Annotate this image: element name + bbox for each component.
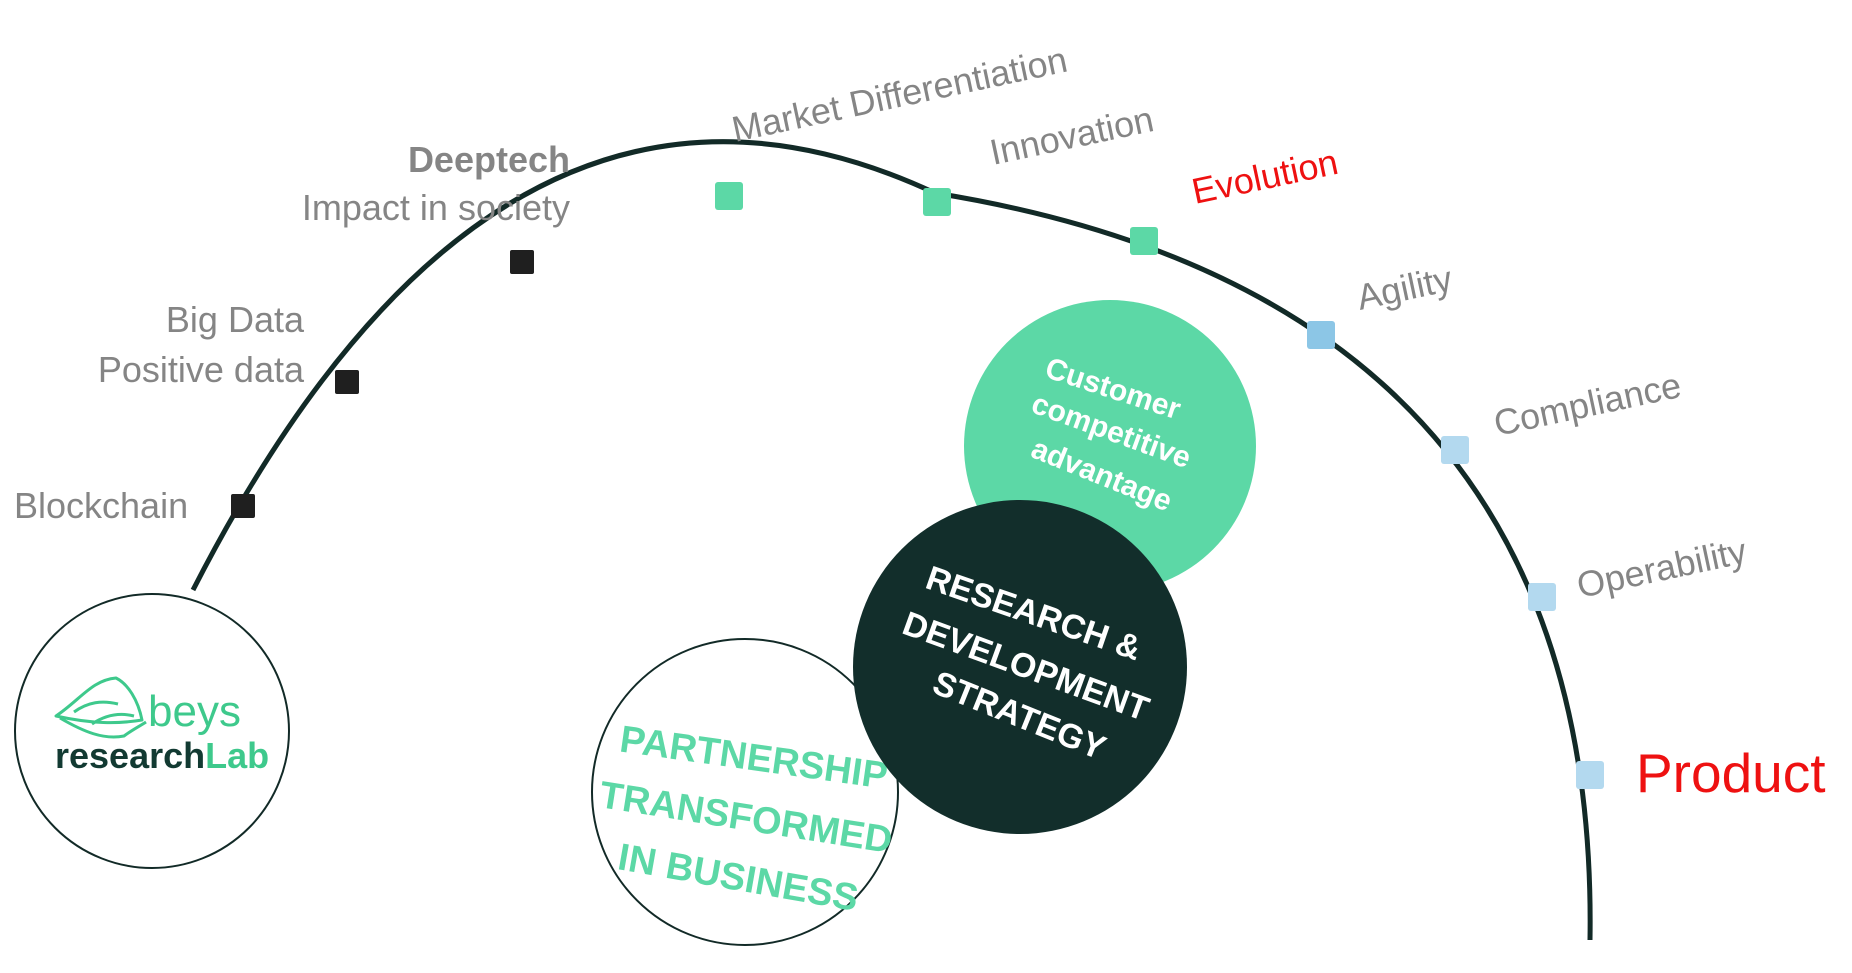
partnership-circle: PARTNERSHIP TRANSFORMED IN BUSINESS [591, 638, 899, 946]
research-development-circle: RESEARCH & DEVELOPMENT STRATEGY [853, 500, 1187, 834]
marker-agility [1307, 321, 1335, 349]
label-evolution: Evolution [1188, 141, 1341, 212]
marker-evolution [1130, 227, 1158, 255]
label-deeptech: Deeptech [408, 139, 570, 180]
label-compliance: Compliance [1490, 364, 1684, 444]
marker-deeptech [510, 250, 534, 274]
marker-compliance [1441, 436, 1469, 464]
label-operability: Operability [1573, 530, 1750, 606]
label-blockchain: Blockchain [14, 485, 188, 526]
label-product: Product [1636, 742, 1826, 804]
logo-subtitle-research: research [55, 735, 205, 776]
logo-subtitle-lab: Lab [205, 735, 269, 776]
marker-innovation [923, 188, 951, 216]
logo-circle: beys researchLab [14, 593, 290, 869]
logo-subtitle: researchLab [55, 735, 269, 776]
label-positive-data: Positive data [98, 349, 305, 390]
label-impact-in-society: Impact in society [302, 187, 570, 228]
arc-markers [231, 182, 1604, 789]
label-agility: Agility [1353, 258, 1455, 318]
leaf-icon [54, 676, 147, 739]
label-innovation: Innovation [986, 98, 1157, 173]
marker-operability [1528, 583, 1556, 611]
marker-market-differentiation [715, 182, 743, 210]
marker-blockchain [231, 494, 255, 518]
marker-product [1576, 761, 1604, 789]
label-big-data: Big Data [166, 299, 305, 340]
logo-wordmark: beys [148, 687, 241, 736]
marker-big-data [335, 370, 359, 394]
